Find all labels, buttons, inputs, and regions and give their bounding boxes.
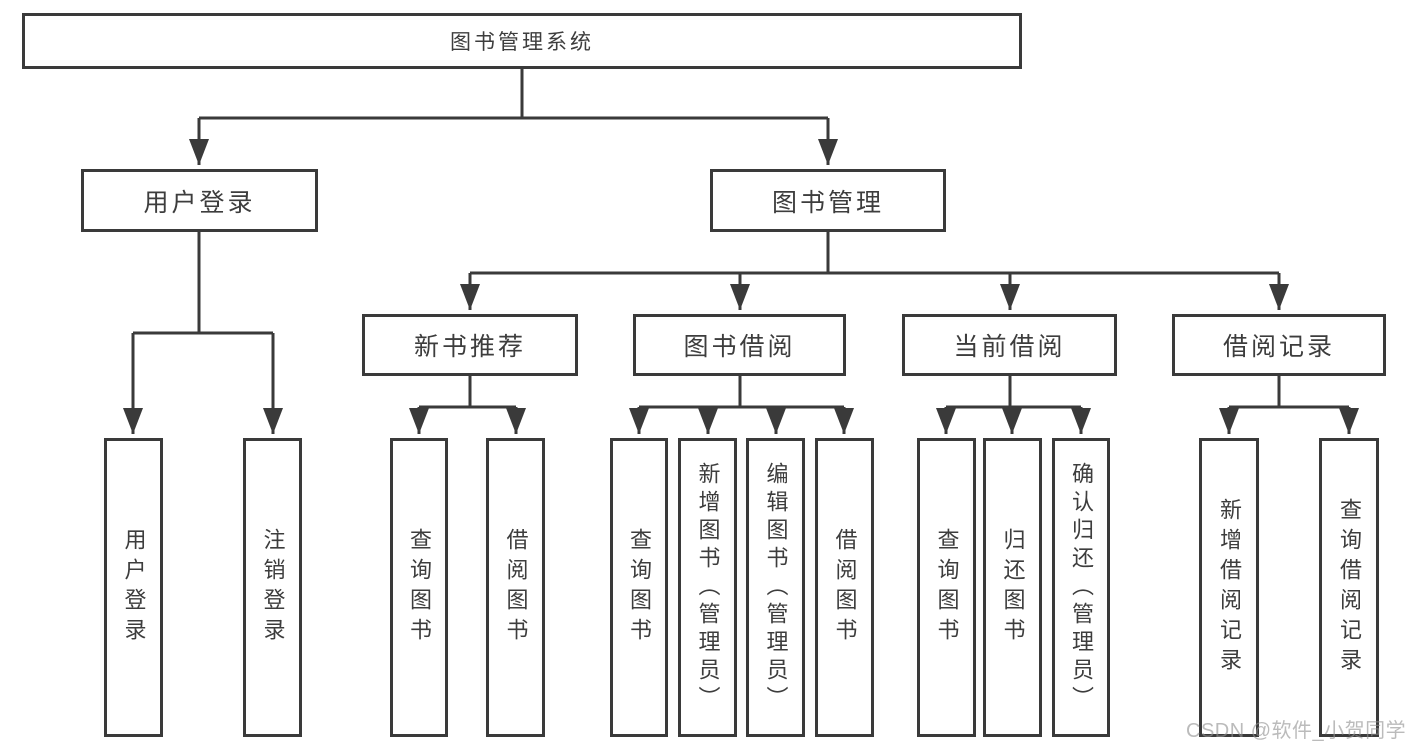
leaf-edit-book-admin: 编辑图书（管理员） <box>746 438 805 737</box>
leaf-query-books-current: 查询图书 <box>917 438 976 737</box>
leaf-query-books-recommend: 查询图书 <box>390 438 448 737</box>
leaf-borrow-books: 借阅图书 <box>815 438 874 737</box>
leaf-user-login: 用户登录 <box>104 438 163 737</box>
leaf-query-borrow-record: 查询借阅记录 <box>1319 438 1379 737</box>
node-label: 确认归还（管理员） <box>1069 461 1094 714</box>
node-current-borrowing: 当前借阅 <box>902 314 1117 376</box>
leaf-add-book-admin: 新增图书（管理员） <box>678 438 737 737</box>
node-library-management-system: 图书管理系统 <box>22 13 1022 69</box>
node-user-login: 用户登录 <box>81 169 318 232</box>
node-book-borrowing: 图书借阅 <box>633 314 846 376</box>
leaf-logout-login: 注销登录 <box>243 438 302 737</box>
leaf-confirm-return-admin: 确认归还（管理员） <box>1052 438 1110 737</box>
node-label: 借阅图书 <box>832 527 858 648</box>
node-book-management: 图书管理 <box>710 169 946 232</box>
node-label: 借阅记录 <box>1222 333 1335 361</box>
node-label: 图书管理 <box>771 188 884 217</box>
leaf-borrow-books-recommend: 借阅图书 <box>486 438 545 737</box>
node-new-book-recommendation: 新书推荐 <box>362 314 578 376</box>
node-label: 新书推荐 <box>413 333 526 361</box>
node-label: 新增图书（管理员） <box>695 461 721 714</box>
node-label: 查询借阅记录 <box>1337 497 1362 678</box>
node-label: 查询图书 <box>407 527 432 648</box>
node-label: 图书管理系统 <box>450 31 594 54</box>
node-label: 注销登录 <box>260 527 286 648</box>
leaf-return-book: 归还图书 <box>983 438 1042 737</box>
node-label: 编辑图书（管理员） <box>763 461 789 714</box>
node-label: 用户登录 <box>143 188 256 217</box>
node-label: 新增借阅记录 <box>1217 497 1242 678</box>
node-borrowing-records: 借阅记录 <box>1172 314 1386 376</box>
leaf-query-books-borrowing: 查询图书 <box>610 438 668 737</box>
csdn-watermark: CSDN @软件_小贺同学 <box>1186 720 1405 742</box>
node-label: 用户登录 <box>121 527 147 648</box>
node-label: 查询图书 <box>627 527 652 648</box>
node-label: 借阅图书 <box>503 527 529 648</box>
node-label: 查询图书 <box>934 527 960 648</box>
node-label: 当前借阅 <box>953 333 1066 361</box>
node-label: 归还图书 <box>1000 527 1026 648</box>
node-label: 图书借阅 <box>683 333 796 361</box>
leaf-add-borrow-record: 新增借阅记录 <box>1199 438 1259 737</box>
